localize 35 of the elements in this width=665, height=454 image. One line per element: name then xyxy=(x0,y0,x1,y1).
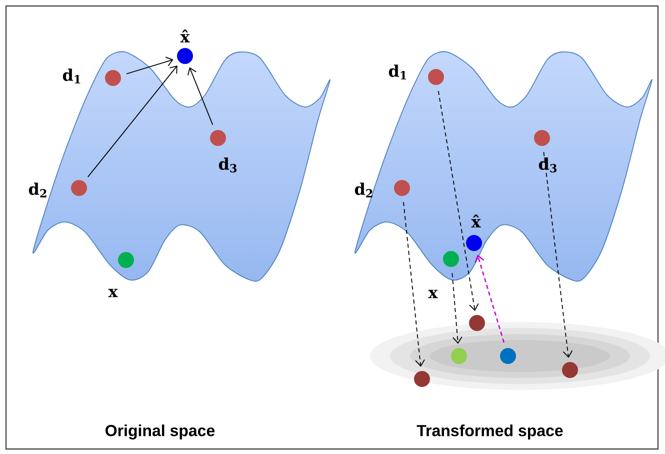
dot xyxy=(210,130,226,146)
panel-caption: Transformed space xyxy=(416,424,563,440)
dot xyxy=(466,235,482,251)
arrow xyxy=(543,152,573,358)
dot xyxy=(118,252,134,268)
dot xyxy=(414,370,430,387)
dot xyxy=(394,180,410,196)
point-label: d$_{3}$ xyxy=(538,158,557,172)
point-label: x̂ xyxy=(180,30,190,42)
dot xyxy=(443,250,459,267)
dot xyxy=(469,314,485,331)
dot xyxy=(451,348,467,364)
dot xyxy=(177,48,193,64)
dot xyxy=(71,180,87,196)
arrow xyxy=(474,254,505,343)
point-label: d$_{2}$ xyxy=(28,182,46,198)
point-label: x xyxy=(428,290,438,298)
point-label: d$_{3}$ xyxy=(218,158,237,172)
dot xyxy=(534,130,550,146)
arrow xyxy=(438,90,479,311)
arrow xyxy=(403,202,425,367)
dot xyxy=(428,69,444,85)
arrow xyxy=(87,66,178,178)
point-label: d$_{1}$ xyxy=(62,68,80,84)
dot xyxy=(562,362,578,378)
point-label: x xyxy=(108,288,118,298)
point-label: d$_{2}$ xyxy=(354,182,372,198)
panel-caption: Original space xyxy=(106,424,215,440)
arrow xyxy=(187,67,214,126)
arrow xyxy=(126,56,174,74)
arrow xyxy=(452,272,462,344)
dot xyxy=(500,348,516,364)
point-label: x̂ xyxy=(471,214,481,228)
dot xyxy=(105,70,121,86)
point-label: d$_{1}$ xyxy=(388,64,406,80)
